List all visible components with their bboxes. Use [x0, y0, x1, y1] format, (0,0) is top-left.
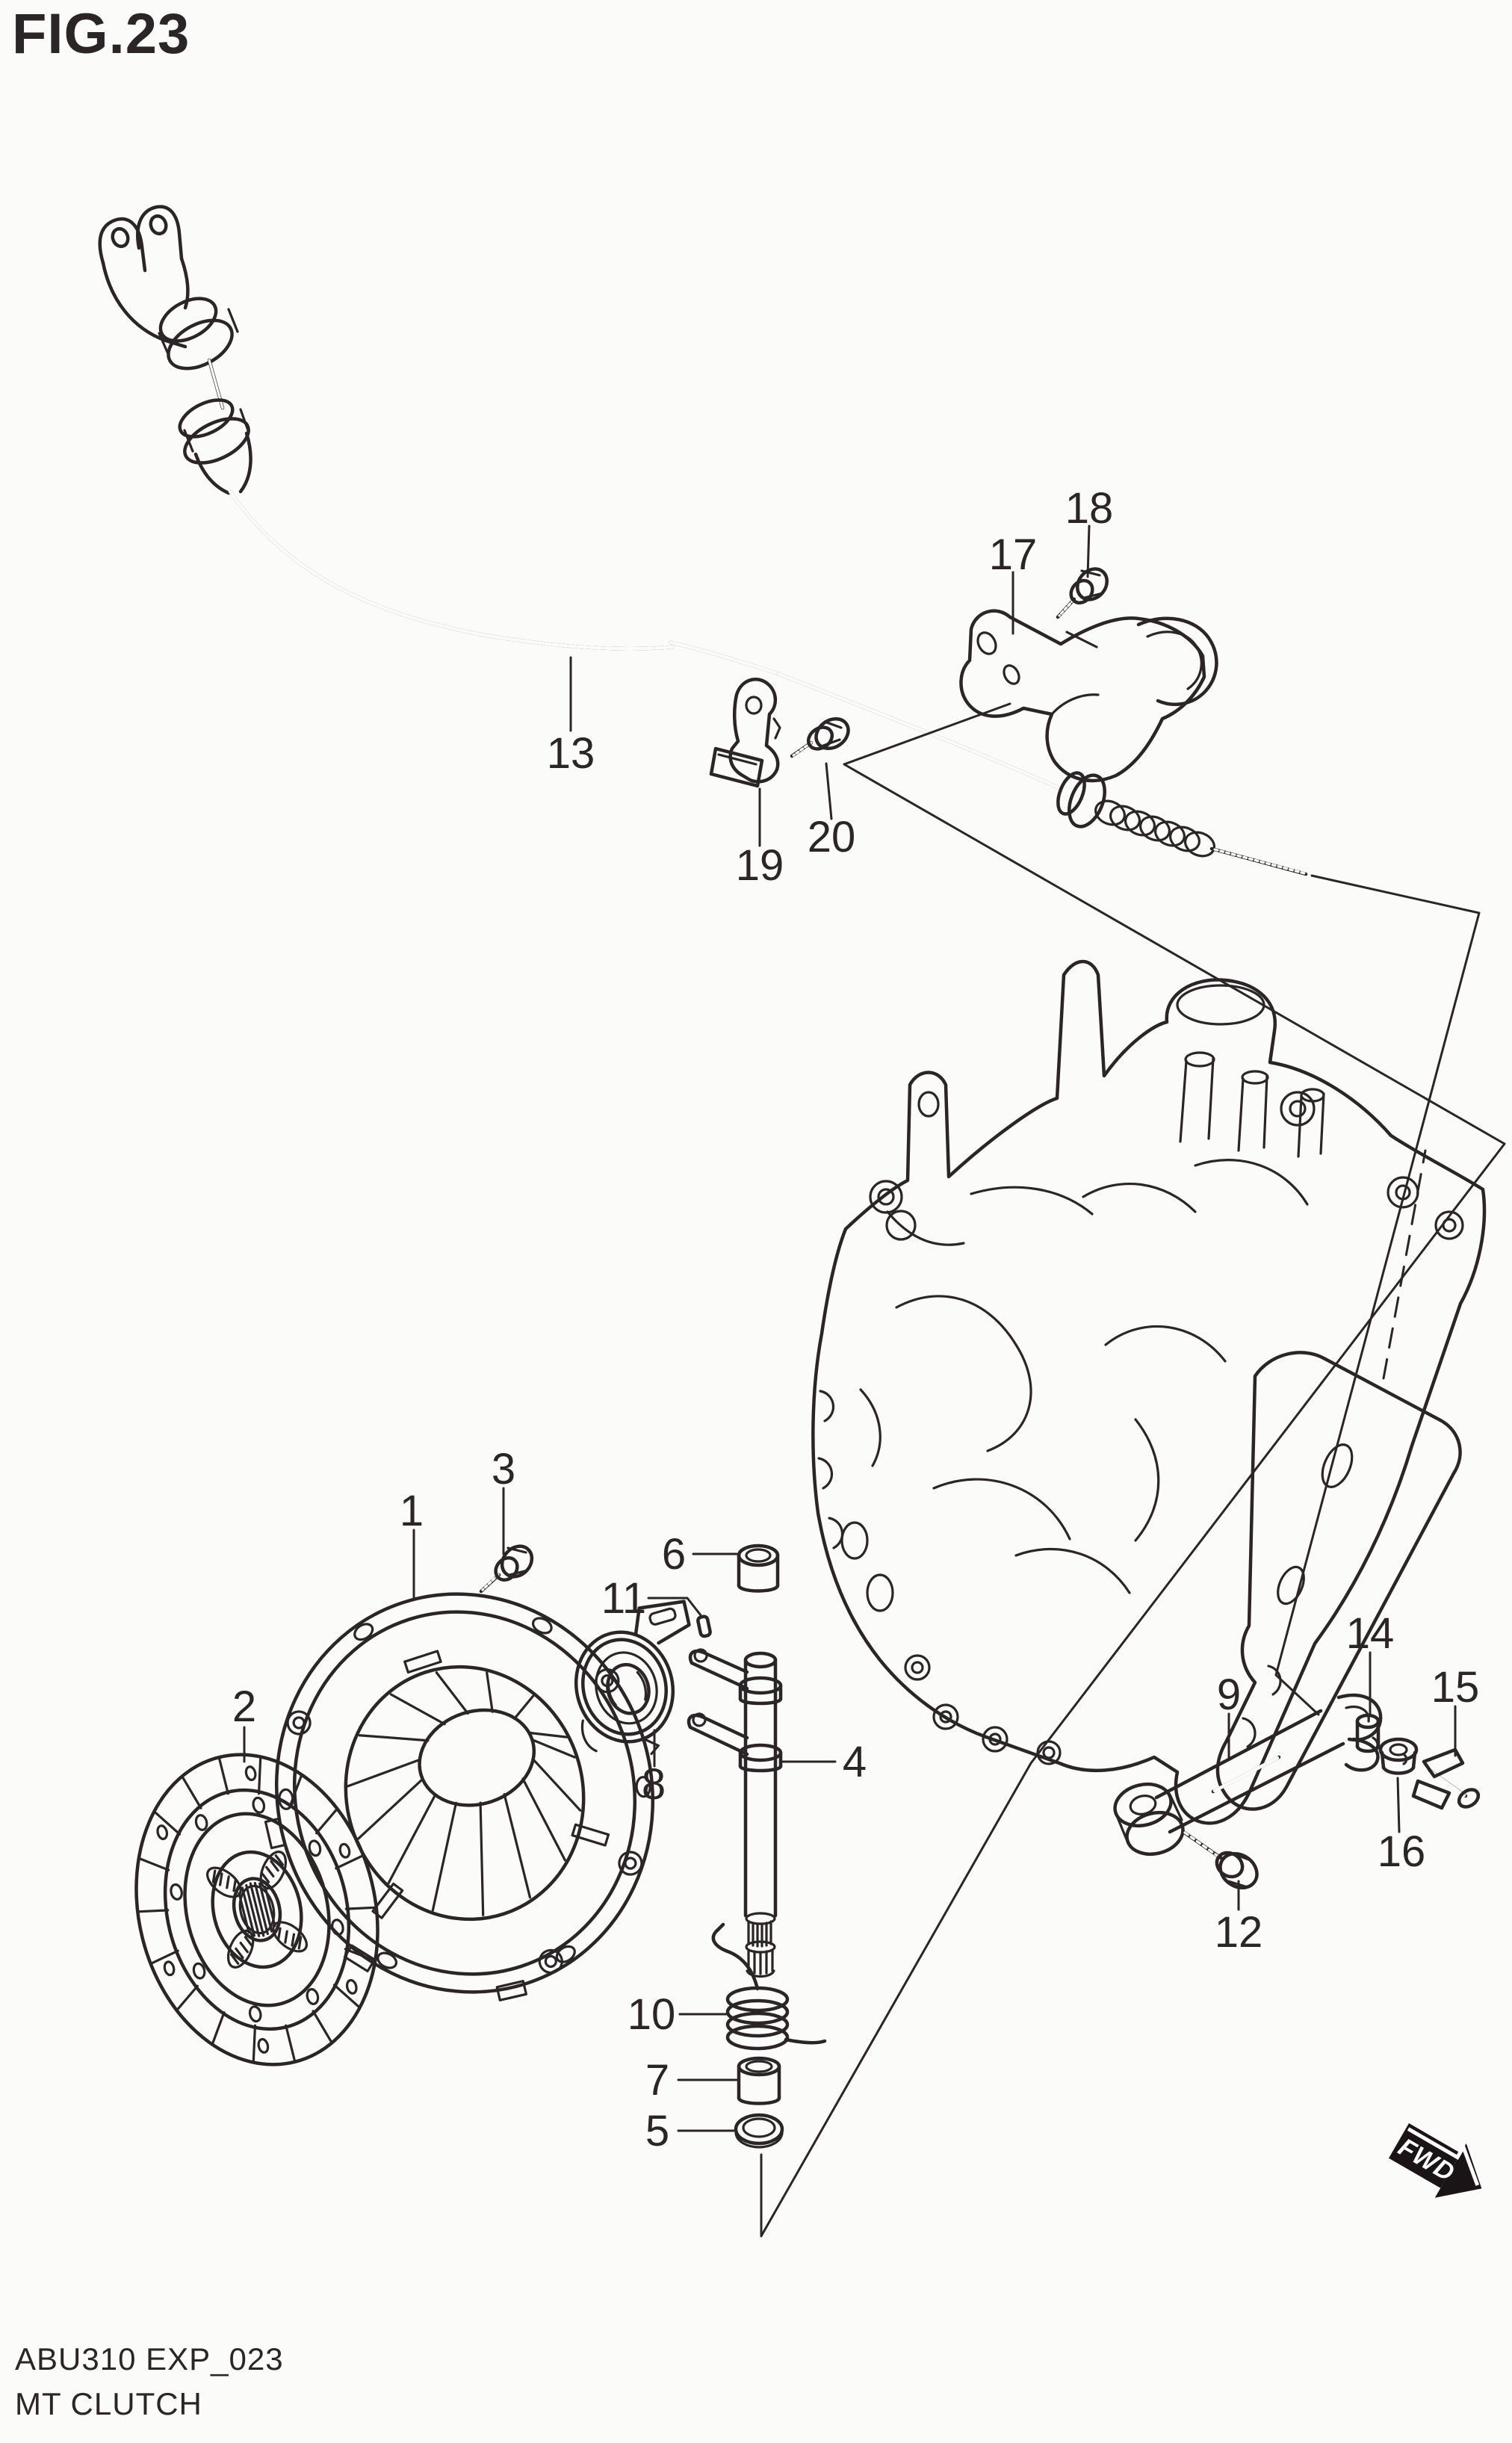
part-label-8: 8 — [642, 1760, 666, 1809]
part-label-19: 19 — [736, 841, 784, 890]
part-label-17: 17 — [989, 530, 1038, 579]
hidden-edge-dashed-line — [1382, 1149, 1427, 1380]
part-label-16: 16 — [1378, 1827, 1426, 1876]
part-label-7: 7 — [645, 2056, 669, 2105]
callout-pointer-lines — [760, 702, 1506, 2238]
lever-bolt — [1181, 1830, 1259, 1890]
fwd-arrow-head — [1434, 2143, 1482, 2198]
part-label-1: 1 — [400, 1487, 424, 1535]
part-label-6: 6 — [662, 1530, 686, 1579]
part-label-12: 12 — [1215, 1908, 1263, 1957]
part-label-2: 2 — [232, 1682, 256, 1731]
part-label-13: 13 — [547, 729, 595, 778]
fwd-direction-marker: FWD — [1389, 2123, 1482, 2198]
clamp-bolt — [790, 716, 850, 758]
shaft-bushing-lower — [737, 2056, 781, 2105]
return-spring — [711, 1922, 827, 2051]
leader-lines — [243, 524, 1457, 2132]
clutch-disc — [134, 1753, 379, 2066]
clutch-cable-assembly — [98, 205, 1308, 876]
bearing-clip-pin — [696, 1614, 712, 1638]
part-label-5: 5 — [645, 2107, 669, 2155]
part-label-18: 18 — [1065, 484, 1114, 533]
lever-pin — [1355, 1713, 1381, 1753]
part-labels: 1 2 3 4 5 6 7 8 9 10 11 12 13 14 15 16 1… — [232, 484, 1479, 2155]
shaft-bushing-upper — [737, 1543, 780, 1593]
part-label-9: 9 — [1217, 1671, 1241, 1719]
cable-adjuster-bellows — [1094, 799, 1215, 858]
page-footer: ABU310 EXP_023 MT CLUTCH — [15, 2337, 284, 2426]
catalog-code: ABU310 EXP_023 — [15, 2341, 284, 2377]
transmission-housing — [811, 959, 1487, 1825]
bracket-bolt — [1056, 567, 1109, 619]
shaft-seal — [734, 2113, 784, 2149]
diaphragm-fingers — [346, 1671, 582, 1916]
part-label-4: 4 — [843, 1738, 867, 1786]
lever-bushing — [1378, 1737, 1419, 1775]
release-lever — [1113, 1693, 1383, 1857]
release-shaft — [687, 1648, 783, 1978]
part-label-3: 3 — [492, 1445, 515, 1493]
cable-bracket — [959, 609, 1218, 783]
damper-springs — [206, 1851, 308, 1969]
part-label-20: 20 — [808, 813, 856, 861]
release-bearing — [574, 1600, 691, 1756]
part-label-10: 10 — [628, 1990, 676, 2039]
cover-bolt — [479, 1544, 534, 1594]
lever-bolt-washer — [1411, 1747, 1481, 1810]
figure-title: FIG.23 — [12, 2, 190, 66]
figure-name: MT CLUTCH — [15, 2385, 202, 2421]
cable-clamp — [709, 678, 781, 788]
part-label-11: 11 — [601, 1574, 646, 1623]
fwd-arrow-body — [1389, 2123, 1461, 2188]
part-label-14: 14 — [1346, 1609, 1395, 1658]
part-label-15: 15 — [1431, 1663, 1480, 1712]
